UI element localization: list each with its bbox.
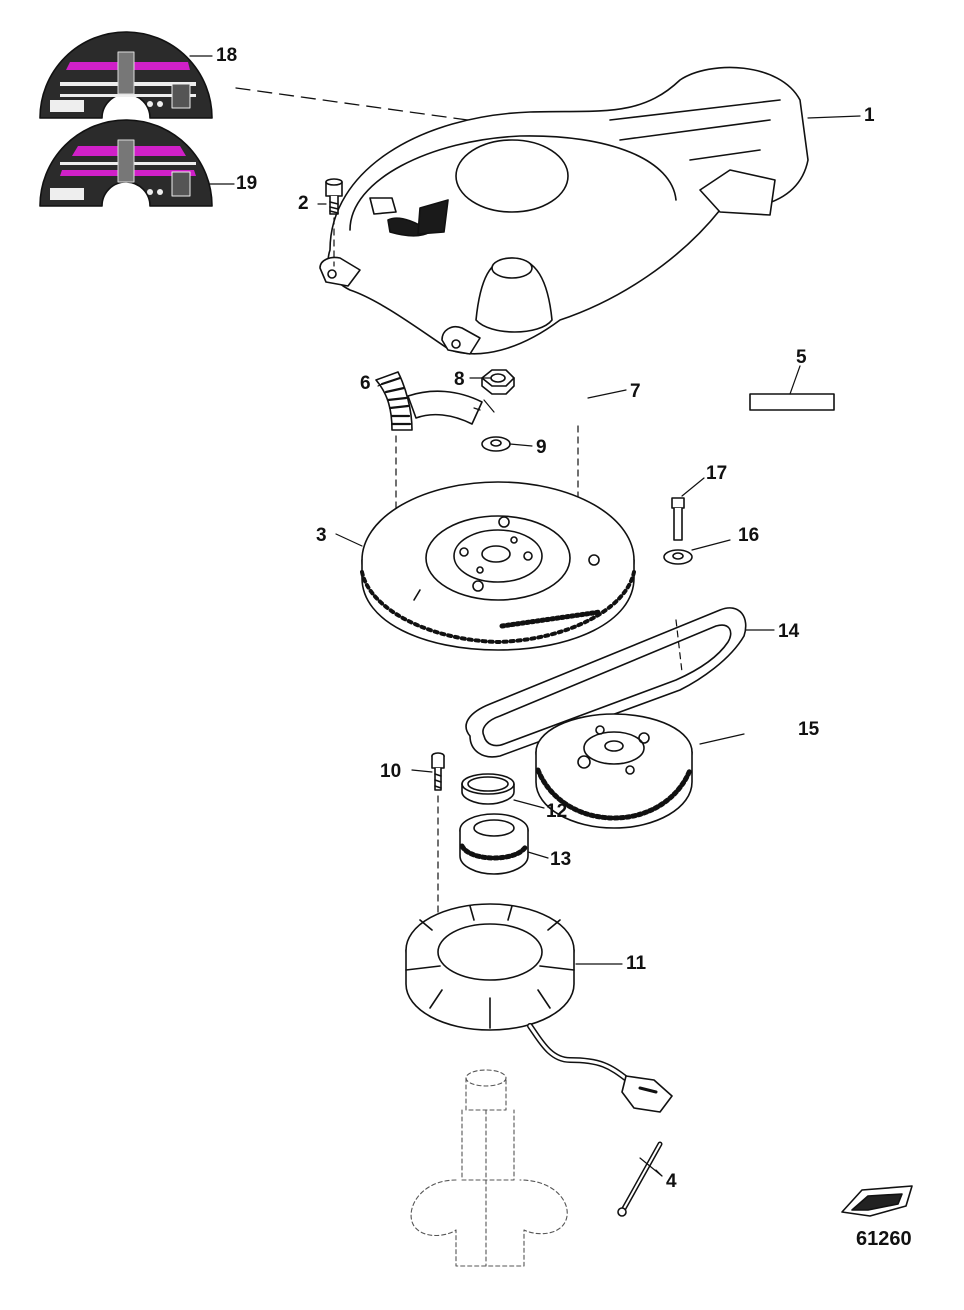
callout-11: 11: [626, 953, 647, 974]
callout-2: 2: [298, 193, 309, 214]
leader-lines: [189, 55, 861, 1177]
drive-belt: [465, 607, 747, 758]
flywheel-cover: [319, 66, 809, 355]
callout-3: 3: [316, 525, 327, 546]
idler-washer: [663, 549, 693, 565]
driven-pulley: [535, 713, 693, 829]
idler-bolt: [671, 497, 685, 541]
flywheel-washer: [481, 436, 511, 452]
callout-14: 14: [778, 621, 800, 642]
retaining-ring: [461, 773, 515, 805]
engine-location-icon: [841, 1185, 913, 1217]
callout-12: 12: [546, 801, 568, 822]
flywheel-nut: [481, 369, 515, 395]
cover-bolt: [325, 178, 343, 267]
decal-19: [39, 119, 213, 207]
callout-16: 16: [738, 525, 760, 546]
callout-1: 1: [864, 105, 875, 126]
callout-6: 6: [360, 373, 371, 394]
callout-4: 4: [666, 1171, 677, 1192]
crankshaft-phantom: [410, 1069, 568, 1267]
drive-gear: [459, 813, 529, 875]
callout-17: 17: [706, 463, 728, 484]
cable-tie: [617, 1141, 663, 1217]
callout-18: 18: [216, 45, 238, 66]
stator-screw: [431, 752, 445, 919]
decal-18: [39, 31, 213, 119]
callout-8: 8: [454, 369, 465, 390]
callout-7: 7: [630, 381, 641, 402]
callout-19: 19: [236, 173, 258, 194]
callout-15: 15: [798, 719, 820, 740]
callout-10: 10: [380, 761, 402, 782]
stator: [405, 903, 673, 1113]
callout-9: 9: [536, 437, 547, 458]
callout-13: 13: [550, 849, 572, 870]
callout-5: 5: [796, 347, 807, 368]
flywheel: [360, 481, 636, 651]
label-plate: [749, 393, 835, 411]
figure-id: 61260: [856, 1228, 912, 1250]
